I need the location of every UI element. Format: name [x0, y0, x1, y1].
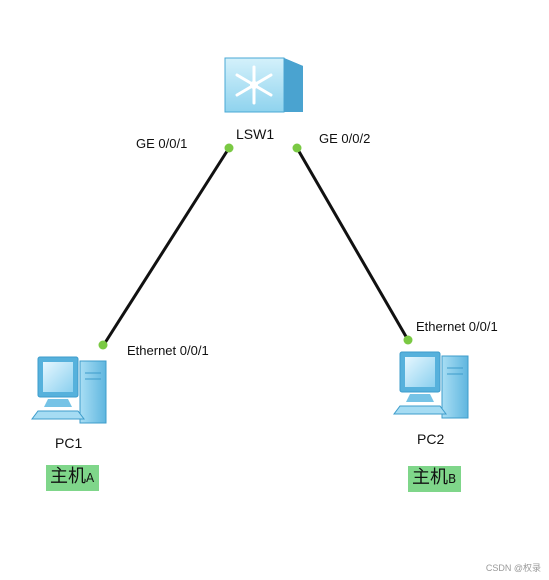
pc2-host-tag-main: 主机 [412, 467, 448, 488]
port-dot-pc1 [98, 340, 108, 350]
watermark: CSDN @权录 [485, 563, 541, 573]
port-dot-sw-left [224, 143, 234, 153]
port-dot-sw-right [292, 143, 302, 153]
pc1-name-label: PC1 [55, 435, 83, 451]
port-label-sw-right: GE 0/0/2 [319, 131, 371, 146]
pc1-host-tag-sub: A [86, 471, 95, 485]
pc2-name-label: PC2 [417, 431, 445, 447]
port-label-pc2: Ethernet 0/0/1 [416, 319, 498, 334]
pc2-icon[interactable] [393, 351, 469, 419]
pc1-host-tag: 主机A [46, 465, 100, 491]
link-lsw1-pc2[interactable] [295, 147, 410, 341]
port-label-sw-left: GE 0/0/1 [136, 136, 188, 151]
switch-icon[interactable] [224, 57, 303, 113]
pc1-icon[interactable] [31, 356, 107, 424]
pc2-host-tag-sub: B [448, 472, 457, 486]
port-label-pc1: Ethernet 0/0/1 [127, 343, 209, 358]
switch-name-label: LSW1 [236, 126, 275, 142]
port-dot-pc2 [403, 335, 413, 345]
link-lsw1-pc1[interactable] [101, 147, 231, 347]
pc1-host-tag-main: 主机 [50, 466, 86, 487]
pc2-host-tag: 主机B [408, 466, 462, 492]
